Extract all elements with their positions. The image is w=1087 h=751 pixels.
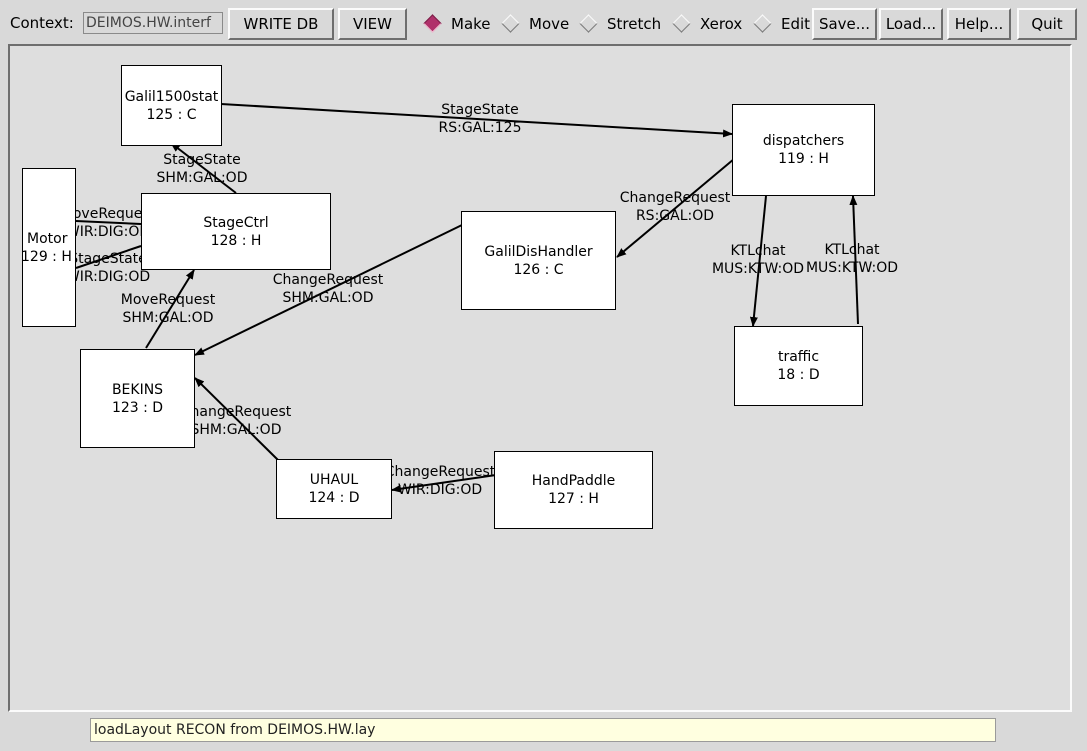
status-bar: loadLayout RECON from DEIMOS.HW.lay	[90, 718, 996, 742]
mode-label: Stretch	[607, 15, 662, 33]
toolbar: Context: DEIMOS.HW.interf WRITE DB VIEW …	[0, 0, 1087, 44]
edge-handpaddle-to-uhaul[interactable]	[391, 474, 497, 493]
edge-galil-to-dispatchers[interactable]	[220, 103, 733, 138]
edge-galildishandler-to-bekins[interactable]	[194, 224, 463, 356]
edge-bekins-to-stagectrl[interactable]	[145, 269, 195, 349]
mode-move-radio[interactable]: Move	[500, 12, 569, 36]
node-galil1500stat[interactable]: Galil1500stat 125 : C	[121, 65, 222, 146]
node-id: 127 : H	[548, 491, 599, 507]
node-id: 126 : C	[513, 261, 564, 278]
node-dispatchers[interactable]: dispatchers 119 : H	[732, 104, 875, 196]
help-button[interactable]: Help...	[947, 8, 1011, 40]
context-label: Context:	[10, 14, 74, 32]
edge-motor-to-stagectrl-1[interactable]	[75, 220, 142, 225]
radio-unselected-icon	[501, 14, 520, 33]
edge-uhaul-to-bekins[interactable]	[194, 377, 279, 461]
node-traffic[interactable]: traffic 18 : D	[734, 326, 863, 406]
save-button[interactable]: Save...	[812, 8, 877, 40]
node-name: traffic	[777, 349, 820, 365]
node-name: HandPaddle	[531, 473, 616, 489]
quit-button[interactable]: Quit	[1017, 8, 1077, 40]
node-name: StageCtrl	[203, 214, 269, 231]
node-name: Galil1500stat	[124, 88, 219, 105]
node-name: GalilDisHandler	[484, 243, 593, 260]
edge-motor-to-stagectrl-2[interactable]	[75, 245, 142, 269]
node-id: 128 : H	[210, 232, 262, 249]
write-db-button[interactable]: WRITE DB	[228, 8, 334, 40]
edge-stagectrl-to-galil[interactable]	[170, 142, 237, 194]
mode-label: Edit	[781, 15, 811, 33]
node-name: UHAUL	[309, 472, 359, 488]
edges-layer	[75, 103, 859, 493]
node-uhaul[interactable]: UHAUL 124 : D	[276, 459, 392, 519]
node-name: BEKINS	[111, 381, 164, 398]
node-handpaddle[interactable]: HandPaddle 127 : H	[494, 451, 653, 529]
mode-label: Xerox	[700, 15, 743, 33]
node-id: 125 : C	[146, 106, 197, 123]
node-name: Motor	[27, 230, 68, 247]
node-name: dispatchers	[762, 133, 845, 149]
edge-dispatchers-to-traffic[interactable]	[749, 195, 767, 327]
node-motor[interactable]: Motor 129 : H	[22, 168, 76, 327]
node-id: 18 : D	[777, 367, 820, 383]
mode-label: Move	[529, 15, 570, 33]
node-galildishandler[interactable]: GalilDisHandler 126 : C	[461, 211, 616, 310]
radio-unselected-icon	[579, 14, 598, 33]
node-bekins[interactable]: BEKINS 123 : D	[80, 349, 195, 448]
edge-traffic-to-dispatchers[interactable]	[849, 195, 859, 325]
node-id: 124 : D	[308, 490, 360, 506]
mode-make-radio[interactable]: Make	[422, 12, 491, 36]
mode-xerox-radio[interactable]: Xerox	[671, 12, 742, 36]
node-id: 129 : H	[22, 248, 72, 265]
load-button[interactable]: Load...	[879, 8, 943, 40]
node-stagectrl[interactable]: StageCtrl 128 : H	[141, 193, 331, 270]
radio-selected-icon	[423, 14, 442, 33]
mode-stretch-radio[interactable]: Stretch	[578, 12, 661, 36]
radio-unselected-icon	[753, 14, 772, 33]
mode-edit-radio[interactable]: Edit	[752, 12, 810, 36]
mode-label: Make	[451, 15, 491, 33]
edge-dispatchers-to-galildishandler[interactable]	[616, 158, 735, 258]
radio-unselected-icon	[672, 14, 691, 33]
node-id: 119 : H	[778, 151, 829, 167]
context-input[interactable]: DEIMOS.HW.interf	[83, 12, 223, 34]
node-id: 123 : D	[111, 399, 164, 416]
view-button[interactable]: VIEW	[338, 8, 407, 40]
